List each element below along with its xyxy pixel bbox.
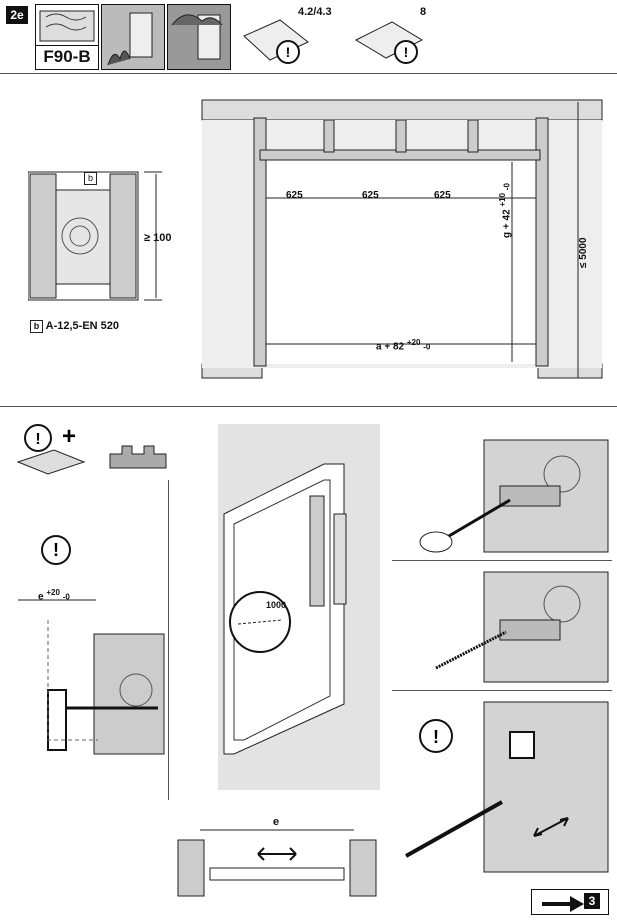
- screw-divider-2: [392, 690, 612, 691]
- fire-rating-label: F90-B: [36, 45, 98, 67]
- screw-divider-1: [392, 560, 612, 561]
- manual-ref-2: ! 8: [352, 6, 442, 66]
- manual-ref-2-label: 8: [420, 6, 427, 18]
- offset-label: e +20 -0: [38, 588, 70, 602]
- step-badge: 2e: [6, 6, 28, 24]
- screw-drawing: [435, 571, 609, 683]
- section-divider: [0, 406, 617, 407]
- manual-warning-icon: !: [243, 19, 309, 64]
- header-divider: [0, 73, 617, 74]
- marker-height-label: 1000: [266, 600, 287, 610]
- board-marker: b: [84, 172, 97, 185]
- stud-wall-drawing: [201, 99, 603, 379]
- opening-width-label: a + 82 +20 -0: [376, 338, 430, 352]
- arrow-right-icon: [542, 896, 584, 912]
- shim-pack-icon: ! +: [16, 423, 167, 475]
- cross-section-drawing: [27, 171, 162, 301]
- stud-spacing-3: 625: [434, 190, 451, 201]
- opening-width-base: a + 82: [376, 341, 405, 353]
- svg-text:!: !: [53, 540, 59, 560]
- opening-height-tol-upper: +10: [498, 193, 507, 207]
- door-frame-scene: 1000: [174, 424, 380, 790]
- fire-rating-panel: F90-B: [35, 4, 99, 70]
- svg-text:!: !: [286, 44, 291, 60]
- svg-text:+: +: [62, 423, 76, 450]
- fire-door-scene-2: [167, 4, 231, 70]
- adjust-frame-drawing: !: [405, 701, 609, 873]
- stud-spacing-1: 625: [286, 190, 303, 201]
- legend-marker: b: [30, 320, 43, 333]
- opening-height-tol-lower: -0: [502, 183, 512, 191]
- screw-step-3: !: [392, 696, 612, 876]
- frame-plan-drawing: [177, 829, 377, 897]
- insulated-wall-icon: [39, 10, 95, 42]
- legend-text: A-12,5-EN 520: [45, 320, 120, 332]
- frame-anchor-drawing: !: [18, 535, 165, 755]
- next-step-number: 3: [584, 893, 600, 909]
- screw-step-2: [392, 566, 612, 686]
- next-step-indicator: 3: [531, 889, 609, 915]
- door-frame-drawing: [218, 424, 380, 790]
- manual-ref-1: ! 4.2/4.3: [240, 6, 332, 66]
- shims-and-warning: ! +: [14, 416, 204, 476]
- board-legend: b A-12,5-EN 520: [30, 320, 119, 333]
- wall-elevation: 625 625 625 g + 42 +10 -0 a + 82 +20 -0 …: [200, 88, 610, 388]
- opening-height-label: g + 42 +10 -0: [498, 183, 512, 238]
- screwdriver-insert-drawing: [419, 439, 609, 553]
- manual-ref-1-label: 4.2/4.3: [298, 6, 332, 18]
- frame-plan-view: e: [174, 804, 380, 900]
- bottom-width-label: e: [273, 816, 280, 828]
- fire-door-scene-1: [101, 4, 165, 70]
- stud-spacing-2: 625: [362, 190, 379, 201]
- offset-tol-lower: -0: [62, 592, 70, 602]
- wall-cross-section: b ≥ 100: [27, 168, 178, 308]
- depth-label: ≥ 100: [144, 232, 172, 244]
- panel-divider-vertical: [168, 480, 169, 800]
- manual-warning-icon: !: [354, 21, 424, 64]
- svg-text:!: !: [35, 431, 40, 448]
- opening-width-tol-upper: +20: [406, 338, 421, 347]
- max-height-label: ≤ 5000: [578, 237, 589, 268]
- opening-width-tol-lower: -0: [423, 342, 431, 352]
- svg-text:!: !: [433, 727, 439, 747]
- opening-height-base: g + 42: [501, 209, 513, 238]
- offset-base: e: [38, 591, 44, 603]
- offset-detail: ! e +20 -0: [8, 530, 168, 790]
- svg-text:!: !: [404, 44, 409, 60]
- offset-tol-upper: +20: [46, 588, 60, 597]
- screw-step-1: [392, 426, 612, 556]
